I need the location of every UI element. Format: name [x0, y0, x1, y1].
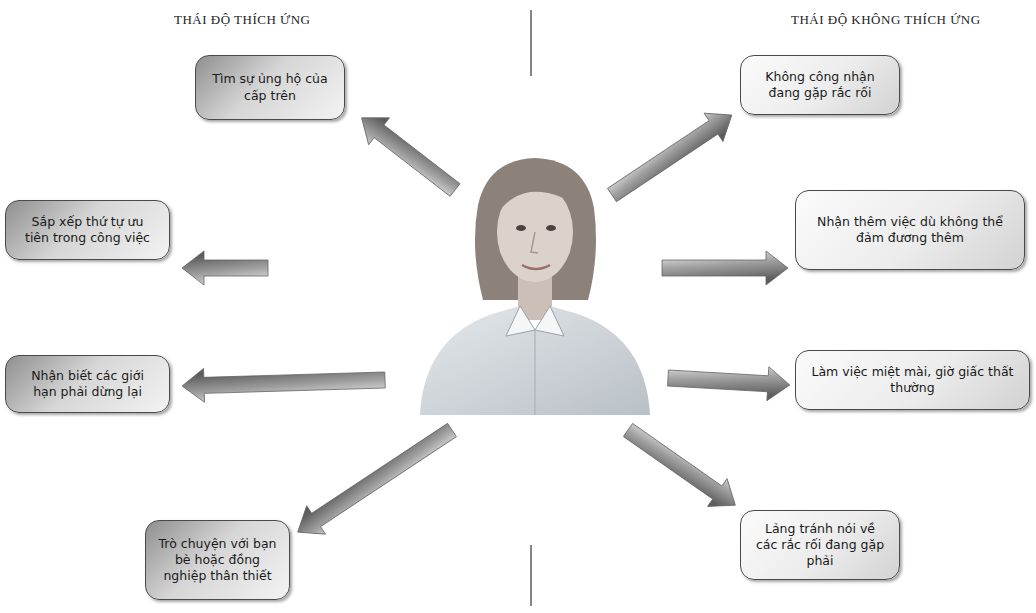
portrait-ground — [420, 135, 650, 415]
column-heading: THÁI ĐỘ THÍCH ỨNG — [174, 12, 310, 28]
block-arrow — [618, 416, 745, 519]
divider-line — [530, 10, 531, 76]
block-arrow — [351, 104, 465, 203]
attitude-box: Không công nhận đang gặp rắc rối — [740, 55, 900, 115]
attitude-box: Sắp xếp thứ tự ưu tiên trong công việc — [5, 200, 170, 260]
attitude-text: Làm việc miệt mài, giờ giấc thất thường — [808, 364, 1017, 397]
eye — [546, 225, 556, 231]
block-arrow — [667, 361, 791, 402]
block-arrow — [662, 251, 788, 285]
divider-line — [530, 545, 531, 606]
shirt — [420, 306, 650, 415]
attitude-text: Lảng tránh nói về các rắc rối đang gặp p… — [753, 521, 887, 570]
nose — [531, 232, 538, 253]
attitude-box: Lảng tránh nói về các rắc rối đang gặp p… — [740, 510, 900, 580]
mouth — [522, 265, 550, 269]
block-arrow — [288, 416, 461, 546]
column-heading: THÁI ĐỘ KHÔNG THÍCH ỨNG — [791, 12, 981, 28]
attitude-text: Nhận biết các giới hạn phải dừng lại — [18, 368, 157, 401]
shirt-placket — [535, 330, 536, 415]
attitude-text: Tìm sự ủng hộ của cấp trên — [208, 71, 332, 104]
attitude-text: Sắp xếp thứ tự ưu tiên trong công việc — [18, 214, 157, 247]
attitude-box: Nhận thêm việc dù không thể đảm đương th… — [795, 190, 1025, 270]
block-arrow — [603, 101, 742, 209]
attitude-box: Trò chuyện với bạn bè hoặc đồng nghiệp t… — [145, 520, 290, 600]
attitude-text: Không công nhận đang gặp rắc rối — [753, 69, 887, 102]
portrait — [420, 135, 650, 415]
attitude-box: Nhận biết các giới hạn phải dừng lại — [5, 355, 170, 413]
block-arrow — [182, 251, 268, 285]
attitude-text: Trò chuyện với bạn bè hoặc đồng nghiệp t… — [158, 536, 277, 585]
eye — [516, 225, 526, 231]
block-arrow — [182, 363, 386, 403]
attitude-box: Tìm sự ủng hộ của cấp trên — [195, 55, 345, 120]
attitude-box: Làm việc miệt mài, giờ giấc thất thường — [795, 350, 1030, 410]
attitude-text: Nhận thêm việc dù không thể đảm đương th… — [808, 214, 1012, 247]
fringe — [497, 172, 582, 215]
hair — [475, 158, 596, 300]
